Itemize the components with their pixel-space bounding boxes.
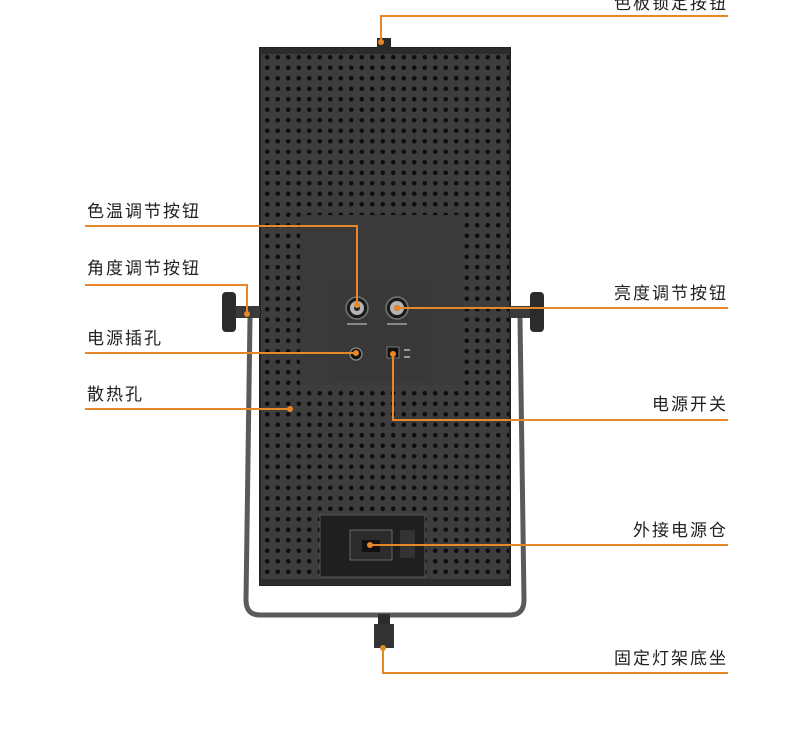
label-brightness-knob: 亮度调节按钮 [614, 284, 728, 304]
label-power-switch: 电源开关 [652, 395, 728, 415]
label-angle-knob: 角度调节按钮 [87, 259, 201, 279]
label-heat-vents: 散热孔 [87, 385, 144, 405]
line-angle [85, 284, 248, 314]
left-angle-knob-shape [222, 292, 260, 332]
right-angle-knob-shape [510, 292, 544, 332]
label-color-plate-lock-button: 色板锁定按钮 [614, 0, 728, 14]
label-external-battery-bay: 外接电源仓 [633, 521, 728, 541]
label-color-temp-knob: 色温调节按钮 [87, 202, 201, 222]
line-color-temp [85, 225, 358, 305]
stand-mount-shape [374, 614, 394, 648]
label-power-socket: 电源插孔 [87, 329, 163, 349]
label-stand-mount-base: 固定灯架底坐 [614, 649, 728, 669]
line-lock-button [380, 15, 728, 42]
line-power-switch [392, 354, 728, 421]
line-stand-base [382, 648, 728, 674]
